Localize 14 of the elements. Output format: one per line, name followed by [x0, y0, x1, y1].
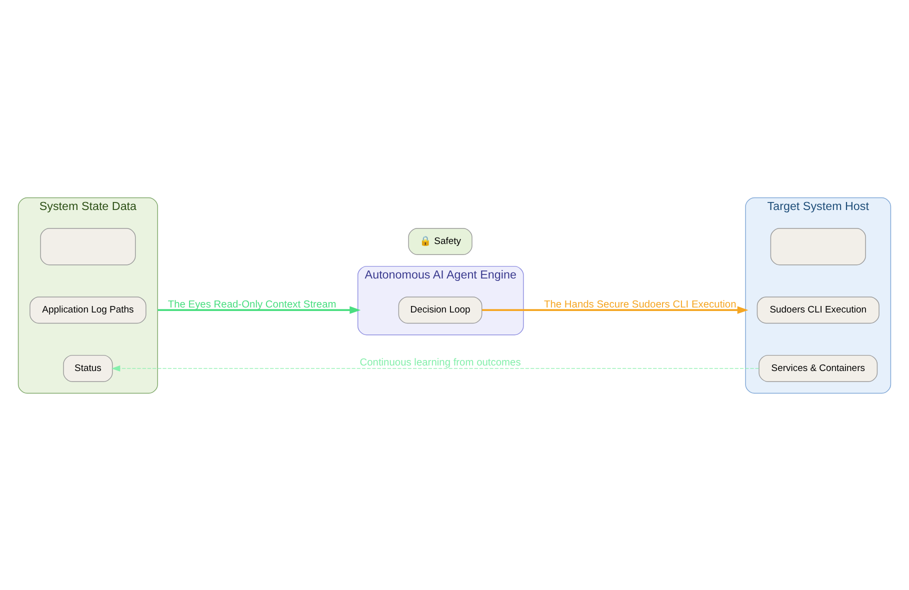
arrow: [111, 364, 760, 372]
node-box: Decision Loop: [398, 296, 482, 324]
node-box: 🔒 Safety: [408, 228, 472, 255]
node-box: [40, 228, 136, 265]
node-box: Services & Containers: [758, 354, 878, 382]
node-box: Status: [63, 354, 113, 382]
arrow: [158, 306, 361, 314]
node-box: Sudoers CLI Execution: [756, 296, 880, 324]
node-box: [770, 228, 866, 265]
edge-label: The Eyes Read-Only Context Stream: [168, 298, 336, 310]
edge-label: Continuous learning from outcomes: [360, 357, 521, 368]
node-box: Application Log Paths: [30, 296, 146, 324]
edge-label: The Hands Secure Sudoers CLI Execution: [544, 298, 736, 310]
arrow: [482, 306, 748, 314]
